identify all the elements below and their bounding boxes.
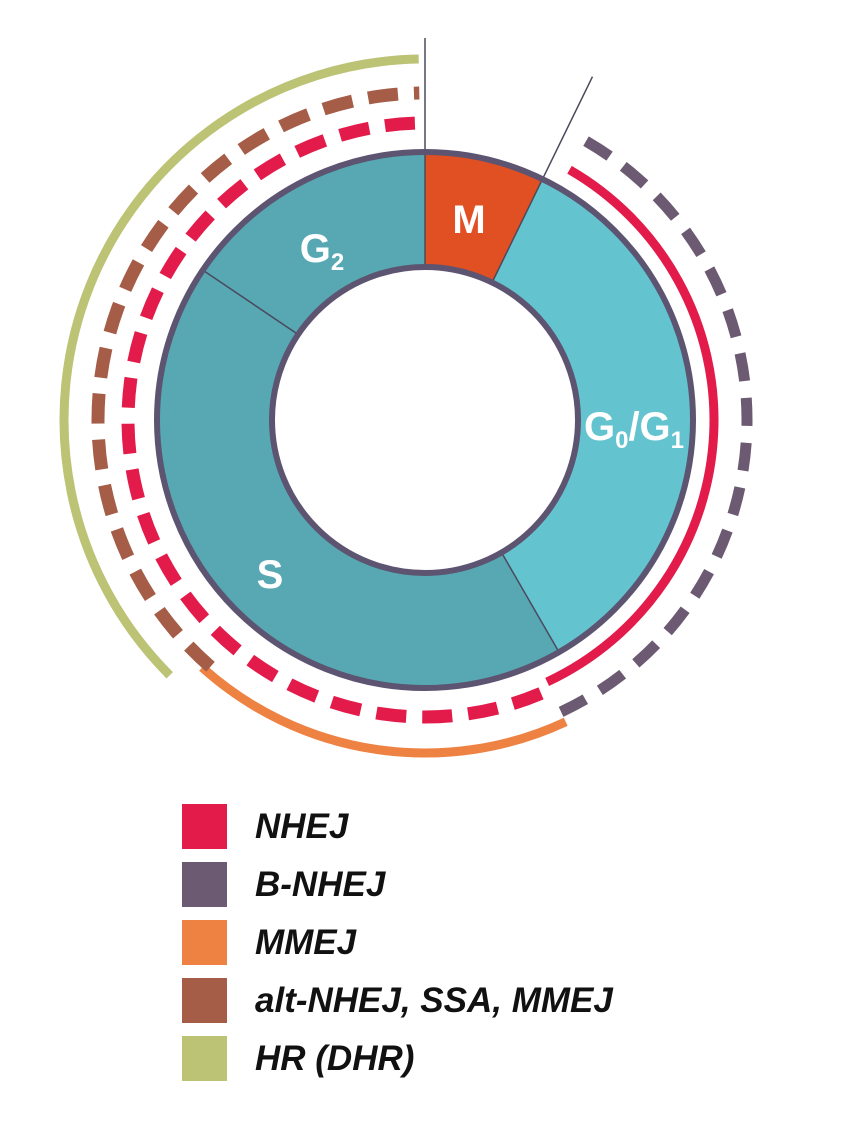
legend-label-b-nhej: B-NHEJ	[255, 865, 386, 904]
phase-label-s: S	[257, 553, 284, 597]
phase-segment-g0-g1	[490, 179, 693, 653]
repair-pathway-arcs	[59, 54, 753, 758]
arc-b-nhej-dashed	[558, 136, 753, 717]
legend-swatch-alt-nhej-ssa-mmej	[182, 978, 227, 1023]
phase-segment-s	[157, 270, 559, 688]
phase-label-m: M	[452, 198, 485, 242]
arc-mmej	[199, 664, 568, 758]
phase-label-g2: G2	[300, 227, 344, 276]
legend-label-hr-dhr: HR (DHR)	[255, 1039, 415, 1078]
arc-hr-dhr	[59, 54, 419, 679]
arc-nhej-dashed	[121, 116, 544, 724]
arc-nhej-solid	[545, 165, 719, 686]
legend-swatch-mmej	[182, 920, 227, 965]
legend-label-mmej: MMEJ	[255, 923, 357, 962]
cell-cycle-ring	[157, 152, 693, 688]
cell-cycle-repair-diagram: M G0/G1 S G2	[59, 38, 753, 758]
phase-segment-m	[425, 152, 543, 286]
phase-label-g0-g1: G0/G1	[584, 405, 684, 454]
legend-label-alt-nhej-ssa-mmej: alt-NHEJ, SSA, MMEJ	[255, 981, 613, 1020]
phase-divider-4	[202, 269, 299, 336]
ring-inner-outline	[269, 264, 581, 576]
legend-swatch-b-nhej	[182, 862, 227, 907]
legend-swatch-hr-dhr	[182, 1036, 227, 1081]
legend-label-nhej: NHEJ	[255, 807, 349, 846]
phase-segment-g2	[202, 152, 425, 337]
phase-divider-3	[500, 552, 560, 653]
legend-swatch-nhej	[182, 804, 227, 849]
ring-outer-outline	[154, 149, 696, 691]
arc-alt-nhej-ssa-mmej	[91, 86, 420, 672]
